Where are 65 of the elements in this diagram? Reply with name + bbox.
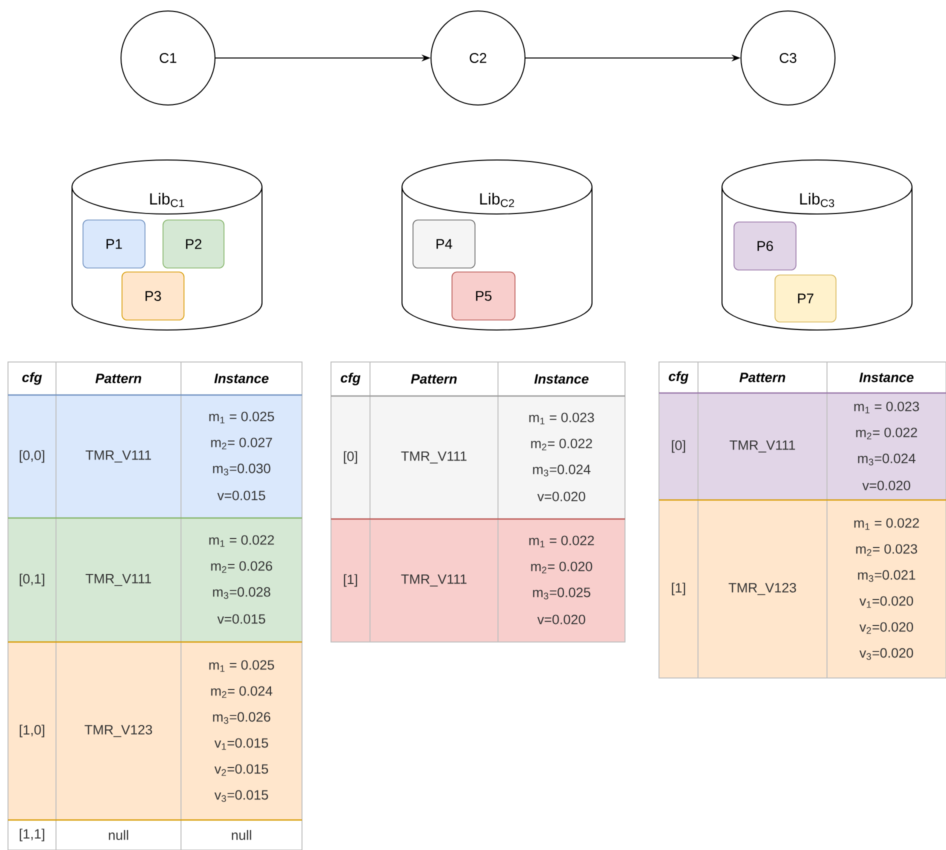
label: m$_{1}$ = 0.023 bbox=[854, 402, 919, 414]
rounded-box: P4 bbox=[412, 220, 476, 268]
header-cell: Instance bbox=[826, 362, 946, 394]
label: m$_{1}$ = 0.023 bbox=[529, 412, 594, 424]
table-cell: [0,1] bbox=[8, 518, 56, 642]
label: m$_{3}$=0.021 bbox=[858, 570, 916, 582]
label: v$_{3}$=0.020 bbox=[859, 648, 914, 660]
rounded-box: P6 bbox=[734, 222, 796, 270]
table-cell: m$_{1}$ = 0.025 m$_{2}$= 0.027 m$_{3}$=0.030 v=0.015 bbox=[180, 394, 302, 518]
label: v$_{3}$=0.015 bbox=[214, 790, 268, 802]
label: v$_{2}$=0.015 bbox=[214, 764, 268, 776]
label: m$_{1}$ = 0.022 bbox=[209, 535, 274, 547]
table-cell: [0] bbox=[658, 392, 698, 500]
table-cell: m$_{1}$ = 0.023 m$_{2}$= 0.022 m$_{3}$=0.024 v=0.020 bbox=[498, 396, 626, 520]
header-cell: cfg bbox=[658, 362, 698, 394]
header-cell: Instance bbox=[498, 362, 626, 396]
table-cell: [1] bbox=[658, 500, 698, 678]
circle-node: C3 bbox=[740, 10, 836, 106]
label: v=0.020 bbox=[537, 614, 586, 624]
label: m$_{3}$=0.028 bbox=[213, 587, 270, 599]
label: v$_{1}$=0.020 bbox=[859, 596, 914, 608]
rounded-box: P5 bbox=[452, 272, 516, 320]
label: m$_{3}$=0.026 bbox=[213, 712, 270, 724]
rounded-box: P1 bbox=[82, 220, 146, 268]
label: m$_{1}$ = 0.022 bbox=[529, 536, 594, 548]
table-cell: [1,1] bbox=[8, 820, 56, 850]
header-cell: cfg bbox=[8, 362, 56, 396]
table-cell: m$_{1}$ = 0.025 m$_{2}$= 0.024 m$_{3}$=0.026 v$_{1}$=0.015 v$_{2}$=0.015 v$_{3}$=0.015 bbox=[180, 642, 302, 820]
label: m$_{2}$= 0.027 bbox=[211, 438, 272, 450]
header-cell: cfg bbox=[330, 362, 370, 396]
label: v$_{1}$=0.015 bbox=[214, 738, 268, 750]
label: v=0.020 bbox=[862, 480, 910, 490]
label: m$_{3}$=0.024 bbox=[858, 454, 916, 466]
label: m$_{3}$=0.024 bbox=[533, 464, 590, 476]
label: m$_{2}$= 0.022 bbox=[531, 438, 592, 450]
rounded-box: P3 bbox=[122, 272, 184, 320]
label: m$_{1}$ = 0.025 bbox=[209, 660, 274, 672]
label: v$_{2}$=0.020 bbox=[859, 622, 914, 634]
table-cell: [0] bbox=[330, 396, 370, 520]
label: m$_{2}$= 0.020 bbox=[531, 562, 592, 574]
label: m$_{2}$= 0.023 bbox=[856, 544, 918, 556]
label: v=0.015 bbox=[217, 490, 266, 500]
label: v=0.020 bbox=[537, 492, 586, 502]
label: m$_{2}$= 0.022 bbox=[856, 428, 918, 440]
table-cell: m$_{1}$ = 0.023 m$_{2}$= 0.022 m$_{3}$=0.024 v=0.020 bbox=[826, 392, 946, 500]
rounded-box: P2 bbox=[162, 220, 224, 268]
rounded-box: P7 bbox=[774, 274, 836, 322]
label: m$_{3}$=0.025 bbox=[533, 588, 590, 600]
label: m$_{1}$ = 0.022 bbox=[854, 518, 919, 530]
table-cell: [1,0] bbox=[8, 642, 56, 820]
table-cell: m$_{1}$ = 0.022 m$_{2}$= 0.020 m$_{3}$=0.025 v=0.020 bbox=[498, 518, 626, 642]
label: m$_{2}$= 0.024 bbox=[211, 686, 272, 698]
label: m$_{3}$=0.030 bbox=[213, 464, 270, 476]
table-cell: null bbox=[56, 820, 182, 850]
label: m$_{2}$= 0.026 bbox=[211, 561, 272, 573]
table-cell: m$_{1}$ = 0.022 m$_{2}$= 0.023 m$_{3}$=0.021 v$_{1}$=0.020 v$_{2}$=0.020 v$_{3}$=0.020 bbox=[826, 500, 946, 678]
header-cell: Instance bbox=[180, 362, 302, 396]
table-cell: [0,0] bbox=[8, 394, 56, 518]
table-cell: null bbox=[180, 820, 302, 850]
table-cell: [1] bbox=[330, 518, 370, 642]
table-cell: m$_{1}$ = 0.022 m$_{2}$= 0.026 m$_{3}$=0.028 v=0.015 bbox=[180, 518, 302, 642]
circle-node: C1 bbox=[120, 10, 216, 106]
circle-node: C2 bbox=[430, 10, 526, 106]
label: v=0.015 bbox=[217, 614, 266, 624]
label: m$_{1}$ = 0.025 bbox=[209, 412, 274, 424]
